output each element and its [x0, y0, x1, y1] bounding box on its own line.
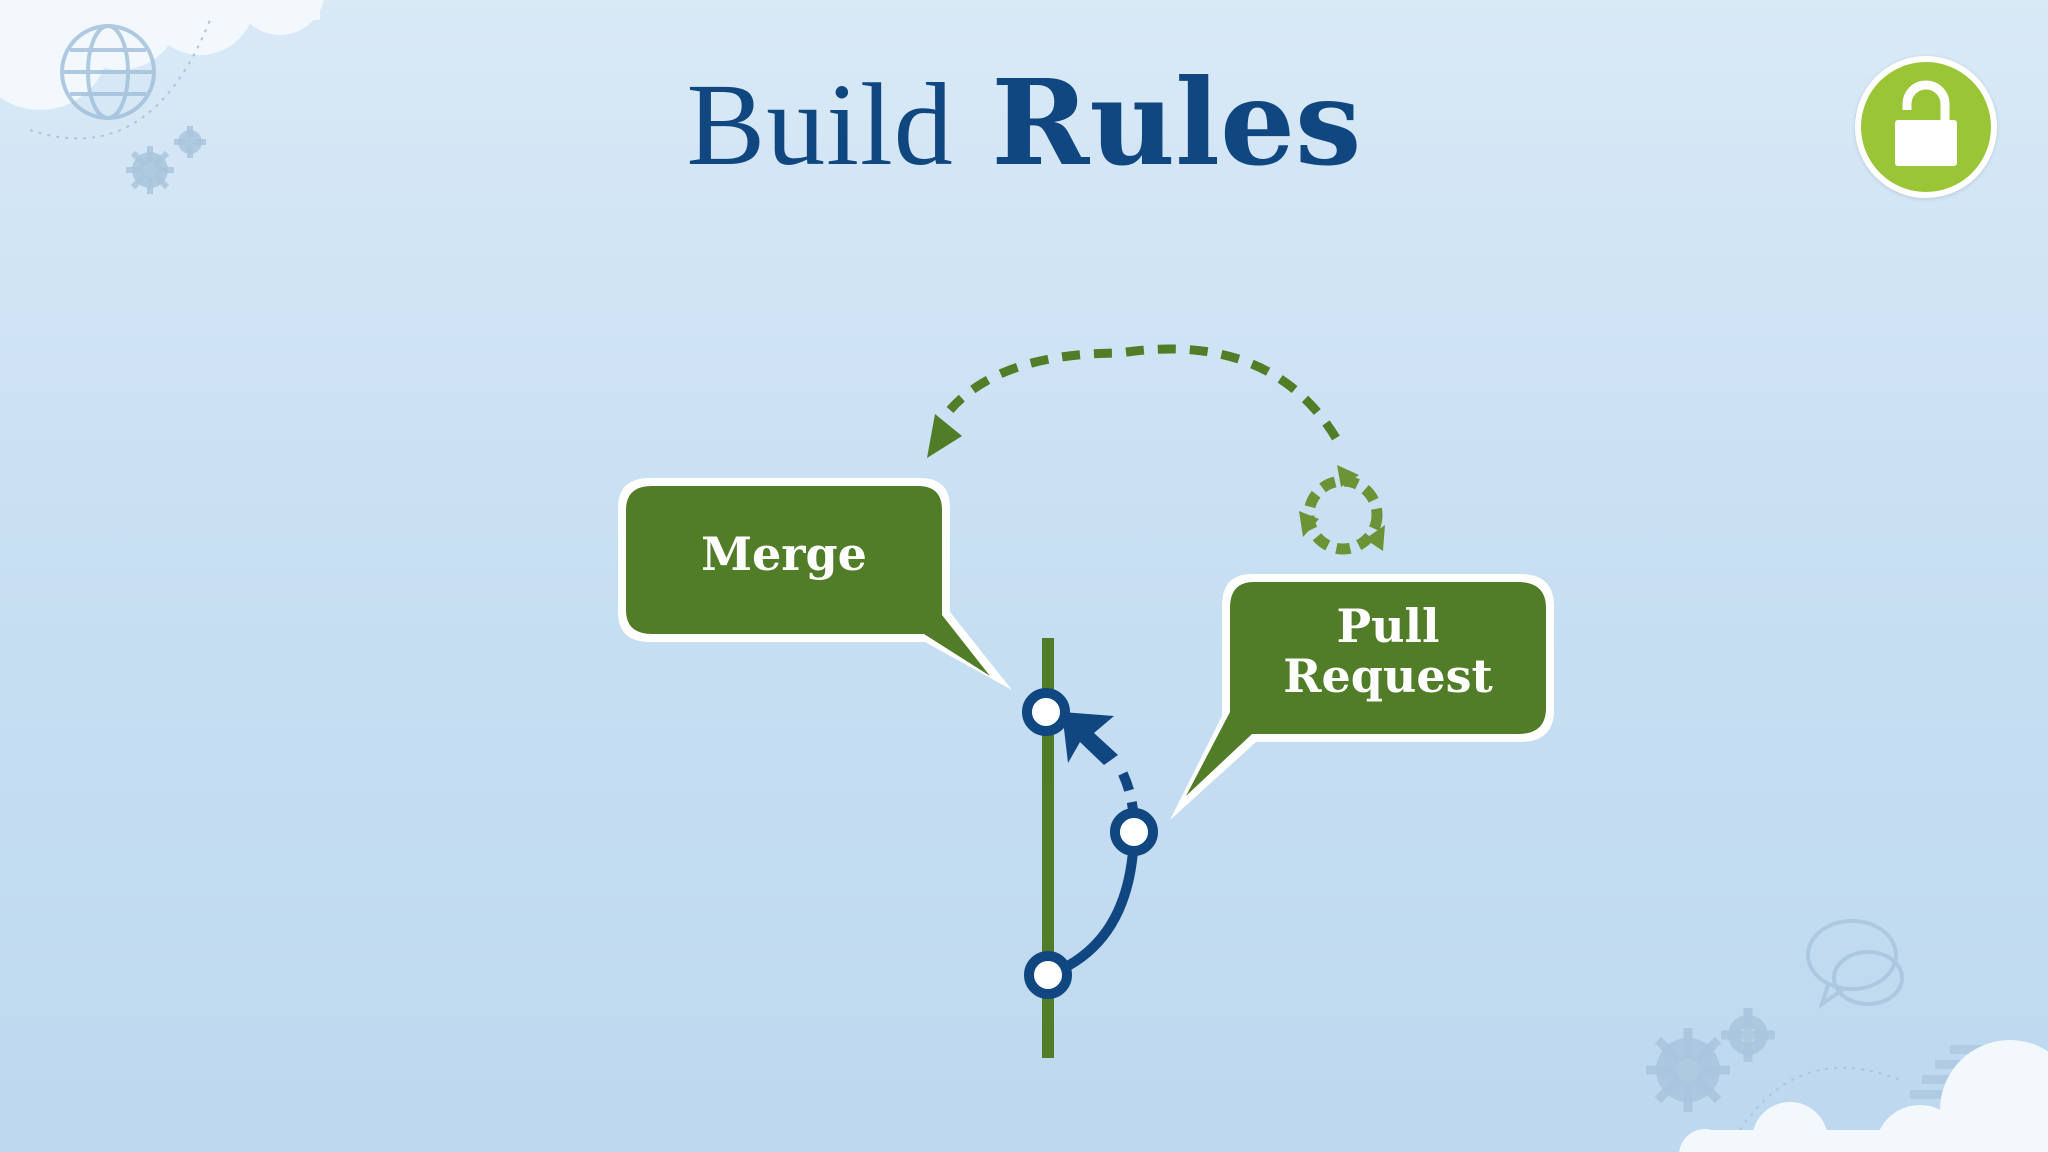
- globe-icon: [60, 24, 156, 120]
- title-light-word: Build: [686, 59, 954, 190]
- arrow-head-blue: [1062, 712, 1118, 765]
- dotted-orbit: [1739, 1066, 1901, 1131]
- recycle-icon: [1299, 465, 1385, 555]
- dotted-orbit: [29, 19, 211, 140]
- bottom-right-cloud: [1679, 1040, 2048, 1152]
- pull-request-label-line1: Pull: [1337, 599, 1440, 653]
- unlock-icon: [1895, 80, 1957, 166]
- title-bold-word: Rules: [991, 53, 1362, 192]
- commit-node-merge: [1022, 688, 1070, 736]
- dashed-return-arc: [946, 344, 1340, 441]
- commit-node-feature: [1110, 808, 1158, 856]
- pull-request-callout: Pull Request: [1170, 574, 1554, 820]
- merge-label: Merge: [701, 527, 867, 581]
- page-title: Build Rules: [0, 58, 2048, 190]
- merge-callout: Merge: [618, 478, 1012, 690]
- arrow-head-green: [927, 414, 962, 458]
- feature-branch-curve: [1046, 831, 1139, 980]
- unlock-button[interactable]: [1855, 56, 1997, 198]
- pull-request-label-line2: Request: [1283, 649, 1493, 703]
- commit-node-base: [1024, 951, 1072, 999]
- chat-bubbles-icon: [1806, 919, 1904, 1009]
